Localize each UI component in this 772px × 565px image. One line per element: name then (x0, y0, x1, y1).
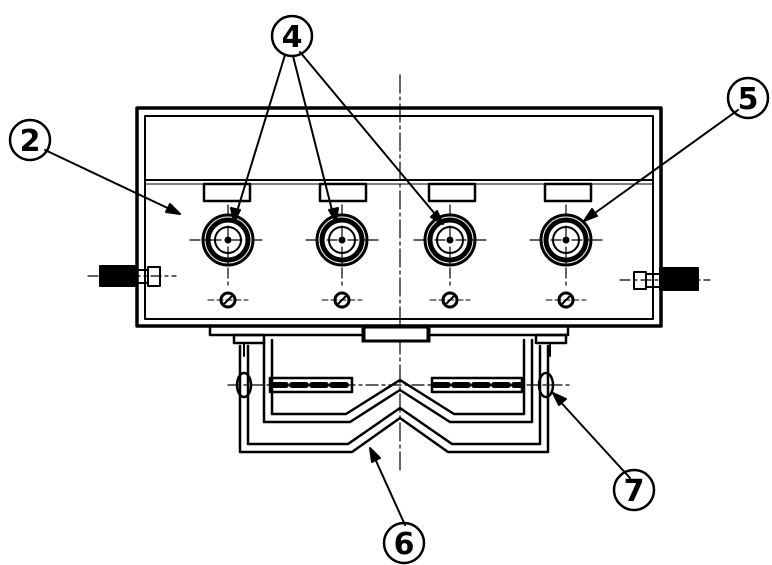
left-side-knob (87, 265, 177, 287)
callout-2-label: 2 (20, 124, 41, 159)
mounting-plate (208, 324, 570, 357)
mounting-bracket (238, 338, 550, 454)
leader-lines (44, 51, 739, 526)
callout-7-label: 7 (624, 474, 645, 509)
callout-7: 7 (612, 468, 656, 512)
callout-4-label: 4 (282, 20, 303, 55)
callout-2: 2 (8, 118, 52, 162)
screw-1 (207, 291, 249, 309)
right-side-knob (619, 267, 711, 291)
label-plate-2 (318, 182, 368, 203)
connector-4 (529, 204, 603, 286)
callout-5-label: 5 (738, 82, 759, 117)
bolt-head-left (235, 371, 253, 399)
label-plate-3 (427, 182, 477, 203)
label-plate-1 (202, 182, 252, 203)
connector-2 (305, 204, 379, 286)
callout-6-label: 6 (394, 527, 415, 562)
screw-2 (321, 291, 363, 309)
label-plates (202, 182, 593, 203)
adjust-screws (207, 291, 587, 309)
callout-6: 6 (382, 521, 426, 565)
screw-4 (545, 291, 587, 309)
bolt-head-right (537, 371, 555, 399)
callout-4: 4 (270, 14, 314, 58)
connector-3 (413, 204, 487, 286)
connector-1 (189, 204, 263, 286)
screw-3 (429, 291, 471, 309)
clamp-bars (227, 371, 571, 399)
callout-5: 5 (726, 76, 770, 120)
label-plate-4 (543, 182, 593, 203)
